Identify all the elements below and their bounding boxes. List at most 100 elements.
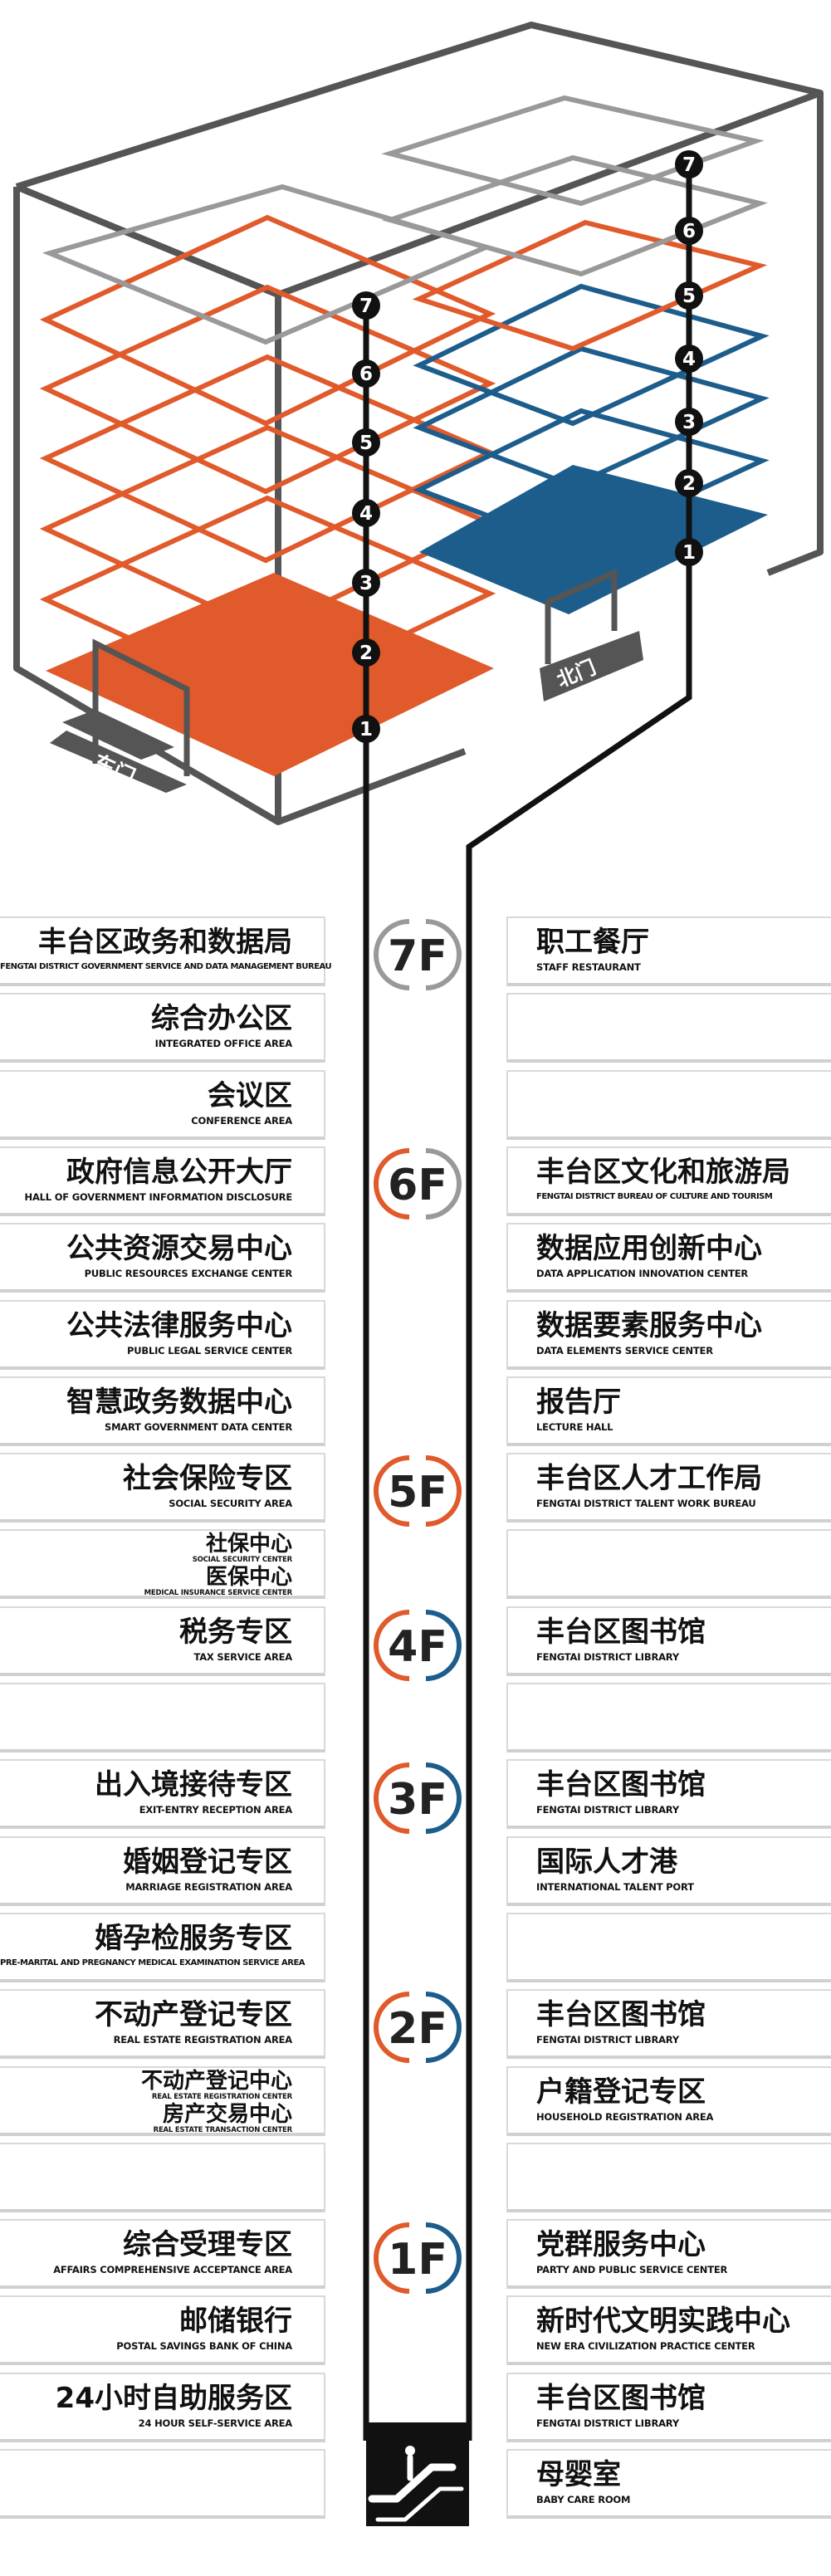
room-name-english: TAX SERVICE AREA — [193, 1651, 292, 1663]
room-name-english: AFFAIRS COMPREHENSIVE ACCEPTANCE AREA — [53, 2264, 292, 2275]
left-floor-2-slab — [39, 495, 496, 705]
room-name-english: INTERNATIONAL TALENT PORT — [536, 1881, 694, 1893]
right-directory-row — [506, 1683, 831, 1752]
room-name-english: STAFF RESTAURANT — [536, 961, 641, 973]
right-floor-7-slab — [381, 95, 765, 207]
left-floor-5-slab — [39, 284, 496, 495]
room-name: 婚姻登记专区 — [123, 1845, 292, 1879]
right-directory-row — [506, 993, 831, 1063]
room-name-english: BABY CARE ROOM — [536, 2494, 631, 2505]
room-name: 丰台区人才工作局 — [536, 1462, 762, 1495]
right-elevator-node-5 — [675, 281, 703, 310]
room-name-english: NEW ERA CIVILIZATION PRACTICE CENTER — [536, 2340, 755, 2352]
room-name-english: HOUSEHOLD REGISTRATION AREA — [536, 2111, 714, 2123]
left-elevator-node-3 — [352, 569, 380, 597]
left-elevator-node-label-5: 5 — [359, 433, 373, 454]
room-name-english: DATA APPLICATION INNOVATION CENTER — [536, 1268, 749, 1279]
room-name-english: POSTAL SAVINGS BANK OF CHINA — [116, 2340, 292, 2352]
left-directory-row: 邮储银行 POSTAL SAVINGS BANK OF CHINA — [0, 2295, 325, 2365]
room-name-english: FENGTAI DISTRICT LIBRARY — [536, 1651, 679, 1663]
right-elevator-node-label-4: 4 — [682, 349, 696, 370]
right-elevator-node-3 — [675, 408, 703, 436]
room-name-english: PUBLIC RESOURCES EXCHANGE CENTER — [84, 1268, 293, 1279]
room-name-english: REAL ESTATE REGISTRATION AREA — [113, 2034, 293, 2046]
room-name-english: DATA ELEMENTS SERVICE CENTER — [536, 1345, 713, 1356]
room-name: 公共资源交易中心 — [66, 1232, 292, 1265]
room-name: 公共法律服务中心 — [66, 1309, 292, 1342]
left-elevator-node-label-2: 2 — [359, 643, 373, 664]
right-floor-3-slab — [413, 345, 770, 489]
room-name-english: INTEGRATED OFFICE AREA — [154, 1038, 293, 1049]
left-elevator-node-label-1: 1 — [359, 719, 373, 741]
room-name-english: FENGTAI DISTRICT LIBRARY — [536, 2034, 679, 2046]
floor-badge-6f: 6F — [372, 1142, 463, 1225]
left-floor-4-slab — [39, 354, 496, 564]
room-name-english: SOCIAL SECURITY AREA — [169, 1498, 292, 1509]
north-gate: 北门 NORTH GATE — [540, 568, 643, 703]
room-name: 出入境接待专区 — [95, 1768, 292, 1801]
room-name-english: LECTURE HALL — [536, 1421, 613, 1433]
left-directory-row — [0, 2449, 325, 2519]
floor-badge-label: 5F — [388, 1468, 447, 1518]
left-floor-6-slab — [39, 214, 496, 427]
right-elevator-node-2 — [675, 469, 703, 497]
room-name-english: FENGTAI DISTRICT TALENT WORK BUREAU — [536, 1498, 756, 1509]
floor-badge-label: 6F — [388, 1161, 447, 1210]
right-floor-2-slab — [413, 408, 770, 551]
right-elevator-node-6 — [675, 217, 703, 245]
room-name: 丰台区图书馆 — [536, 1768, 706, 1801]
right-elevator-node-label-5: 5 — [682, 286, 696, 307]
room-name: 邮储银行 — [179, 2305, 292, 2338]
left-directory-row: 政府信息公开大厅 HALL OF GOVERNMENT INFORMATION D… — [0, 1146, 325, 1216]
left-elevator-node-label-6: 6 — [359, 364, 373, 385]
room-name: 户籍登记专区 — [536, 2075, 706, 2109]
left-directory-row: 公共资源交易中心 PUBLIC RESOURCES EXCHANGE CENTER — [0, 1223, 325, 1293]
floor-badge-3f: 3F — [372, 1757, 463, 1840]
room-name-english: SOCIAL SECURITY CENTER — [192, 1556, 293, 1564]
right-directory-row — [506, 1070, 831, 1140]
room-name: 婚孕检服务专区 — [95, 1922, 292, 1955]
left-elevator-node-7 — [352, 291, 380, 320]
room-name: 丰台区政务和数据局 — [38, 926, 292, 959]
floor-badge-7f: 7F — [372, 913, 463, 996]
room-name-english: EXIT-ENTRY RECEPTION AREA — [139, 1804, 292, 1816]
room-name-english: HALL OF GOVERNMENT INFORMATION DISCLOSUR… — [24, 1191, 293, 1203]
floor-badge-2f: 2F — [372, 1986, 463, 2069]
room-name-english: REAL ESTATE TRANSACTION CENTER — [153, 2126, 293, 2134]
right-floor-slabs — [381, 95, 770, 614]
right-directory-row: 丰台区人才工作局 FENGTAI DISTRICT TALENT WORK BUR… — [506, 1453, 831, 1523]
room-name-english: PUBLIC LEGAL SERVICE CENTER — [127, 1345, 292, 1356]
right-directory-row — [506, 1529, 831, 1599]
left-floor-slabs — [39, 183, 496, 776]
room-name-english: FENGTAI DISTRICT GOVERNMENT SERVICE AND … — [0, 962, 332, 971]
room-name-english: FENGTAI DISTRICT BUREAU OF CULTURE AND T… — [536, 1192, 773, 1201]
room-name-english: FENGTAI DISTRICT LIBRARY — [536, 2417, 679, 2429]
right-floor-5-slab — [412, 219, 768, 352]
left-elevator-node-5 — [352, 428, 380, 457]
room-name: 母婴室 — [536, 2458, 621, 2491]
right-elevator-node-label-7: 7 — [682, 154, 696, 176]
room-name: 职工餐厅 — [536, 926, 649, 959]
floor-badge-label: 1F — [388, 2235, 447, 2285]
room-name-english: CONFERENCE AREA — [191, 1115, 292, 1127]
left-elevator-node-4 — [352, 499, 380, 527]
right-elevator-node-label-6: 6 — [682, 221, 696, 242]
room-name: 政府信息公开大厅 — [66, 1156, 292, 1189]
room-name-english: PARTY AND PUBLIC SERVICE CENTER — [536, 2264, 728, 2275]
right-floor-4-slab — [413, 283, 770, 427]
